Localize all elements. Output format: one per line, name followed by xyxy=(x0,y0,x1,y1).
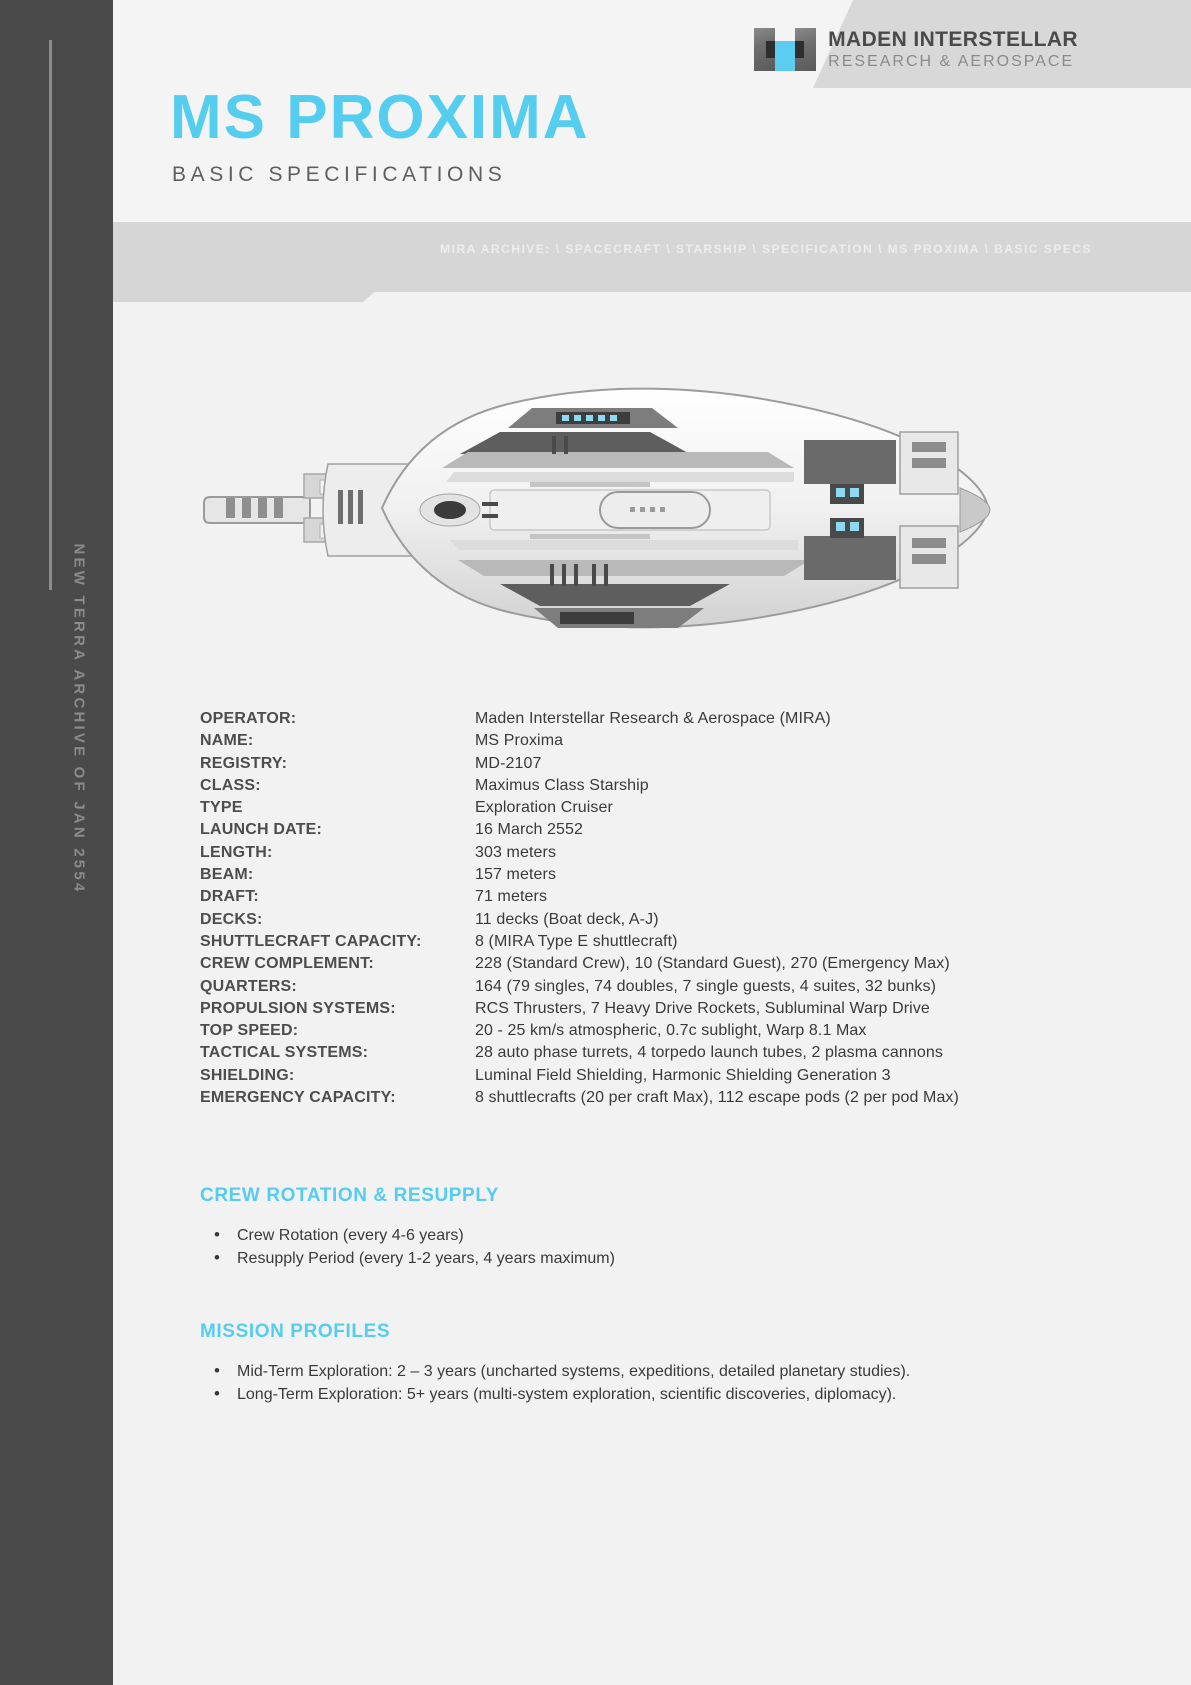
spec-row: LAUNCH DATE: 16 March 2552 xyxy=(200,821,1060,843)
list-item: Crew Rotation (every 4-6 years) xyxy=(200,1224,1080,1248)
spec-label: CLASS: xyxy=(200,776,261,794)
section-heading: CREW ROTATION & RESUPPLY xyxy=(200,1185,500,1206)
spec-row: OPERATOR: Maden Interstellar Research & A… xyxy=(200,710,1060,732)
spec-row: SHIELDING: Luminal Field Shielding, Harmo… xyxy=(200,1067,1060,1089)
page-subtitle: BASIC SPECIFICATIONS xyxy=(172,163,507,186)
spec-row: EMERGENCY CAPACITY: 8 shuttlecrafts (20 p… xyxy=(200,1089,1060,1111)
spec-value: 71 meters xyxy=(475,888,548,906)
spec-label: DRAFT: xyxy=(200,888,259,906)
spec-value: 164 (79 singles, 74 doubles, 7 single gu… xyxy=(475,977,937,995)
spec-label: NAME: xyxy=(200,732,254,750)
spec-value: 11 decks (Boat deck, A-J) xyxy=(475,910,659,928)
spec-value: 157 meters xyxy=(475,866,557,884)
spec-label: CREW COMPLEMENT: xyxy=(200,955,374,973)
header-band xyxy=(113,0,1191,222)
spec-label: LAUNCH DATE: xyxy=(200,821,323,839)
spec-label: TACTICAL SYSTEMS: xyxy=(200,1044,369,1062)
spec-row: BEAM: 157 meters xyxy=(200,866,1060,888)
section-list: Mid-Term Exploration: 2 – 3 years (uncha… xyxy=(200,1360,1080,1407)
brand-tagline: RESEARCH & AEROSPACE xyxy=(828,53,1075,70)
spec-row: DECKS: 11 decks (Boat deck, A-J) xyxy=(200,911,1060,933)
breadcrumb-wedge xyxy=(113,280,388,302)
spec-row: CREW COMPLEMENT: 228 (Standard Crew), 10 … xyxy=(200,955,1060,977)
spec-value: 8 (MIRA Type E shuttlecraft) xyxy=(475,932,678,950)
section-mission-profiles: MISSION PROFILES Mid-Term Exploration: 2… xyxy=(200,1321,1080,1406)
spec-label: EMERGENCY CAPACITY: xyxy=(200,1089,396,1107)
spec-label: QUARTERS: xyxy=(200,977,297,995)
spec-row: PROPULSION SYSTEMS: RCS Thrusters, 7 Heav… xyxy=(200,1000,1060,1022)
list-item: Long-Term Exploration: 5+ years (multi-s… xyxy=(200,1383,1080,1407)
spec-row: TYPE Exploration Cruiser xyxy=(200,799,1060,821)
spec-value: 28 auto phase turrets, 4 torpedo launch … xyxy=(475,1044,943,1062)
header-wedge xyxy=(813,0,1191,88)
spec-label: PROPULSION SYSTEMS: xyxy=(200,999,396,1017)
spec-value: Luminal Field Shielding, Harmonic Shield… xyxy=(475,1066,891,1084)
specifications-table: OPERATOR: Maden Interstellar Research & A… xyxy=(200,710,1060,1111)
spec-value: MS Proxima xyxy=(475,732,564,750)
spec-label: DECKS: xyxy=(200,910,263,928)
spec-label: OPERATOR: xyxy=(200,710,297,727)
spec-row: REGISTRY: MD-2107 xyxy=(200,755,1060,777)
list-item: Mid-Term Exploration: 2 – 3 years (uncha… xyxy=(200,1360,1080,1384)
breadcrumb: MIRA ARCHIVE: \ SPACECRAFT \ STARSHIP \ … xyxy=(440,242,1092,256)
spec-label: TOP SPEED: xyxy=(200,1022,299,1040)
section-heading: MISSION PROFILES xyxy=(200,1321,391,1342)
spec-value: 16 March 2552 xyxy=(475,821,584,839)
spec-row: TACTICAL SYSTEMS: 28 auto phase turrets, … xyxy=(200,1044,1060,1066)
archive-vertical-label: NEW TERRA ARCHIVE OF JAN 2554 xyxy=(70,543,88,895)
spec-row: DRAFT: 71 meters xyxy=(200,888,1060,910)
spec-row: LENGTH: 303 meters xyxy=(200,844,1060,866)
spec-label: REGISTRY: xyxy=(200,754,288,772)
spec-label: LENGTH: xyxy=(200,843,273,861)
spec-value: 303 meters xyxy=(475,843,557,861)
spec-value: Maximus Class Starship xyxy=(475,776,649,794)
spec-value: 8 shuttlecrafts (20 per craft Max), 112 … xyxy=(475,1089,959,1107)
spec-row: CLASS: Maximus Class Starship xyxy=(200,777,1060,799)
ship-illustration xyxy=(200,312,1000,702)
spec-label: SHIELDING: xyxy=(200,1066,295,1084)
spec-value: RCS Thrusters, 7 Heavy Drive Rockets, Su… xyxy=(475,999,930,1017)
spec-row: SHUTTLECRAFT CAPACITY: 8 (MIRA Type E shu… xyxy=(200,933,1060,955)
brand-logo[interactable]: MADEN INTERSTELLAR RESEARCH & AEROSPACE xyxy=(754,28,1078,71)
section-list: Crew Rotation (every 4-6 years) Resupply… xyxy=(200,1224,1080,1271)
spec-row: NAME: MS Proxima xyxy=(200,732,1060,754)
section-crew-rotation: CREW ROTATION & RESUPPLY Crew Rotation (… xyxy=(200,1185,1080,1270)
brand-name: MADEN INTERSTELLAR xyxy=(828,28,1078,51)
list-item: Resupply Period (every 1-2 years, 4 year… xyxy=(200,1247,1080,1271)
spec-row: TOP SPEED: 20 - 25 km/s atmospheric, 0.7c… xyxy=(200,1022,1060,1044)
spec-value: MD-2107 xyxy=(475,754,542,772)
rail-divider xyxy=(49,40,52,590)
spec-value: 228 (Standard Crew), 10 (Standard Guest)… xyxy=(475,955,950,973)
left-rail: NEW TERRA ARCHIVE OF JAN 2554 xyxy=(0,0,113,1685)
spec-value: Maden Interstellar Research & Aerospace … xyxy=(475,710,831,727)
spec-value: Exploration Cruiser xyxy=(475,799,613,817)
ms-proxima-starship-top-view-icon xyxy=(203,387,991,629)
page-title: MS PROXIMA xyxy=(170,83,590,152)
spec-row: QUARTERS: 164 (79 singles, 74 doubles, 7 … xyxy=(200,978,1060,1000)
spec-label: SHUTTLECRAFT CAPACITY: xyxy=(200,932,422,950)
spec-label: TYPE xyxy=(200,799,243,817)
maden-h-logo-icon xyxy=(754,28,817,71)
spec-label: BEAM: xyxy=(200,866,254,884)
spec-value: 20 - 25 km/s atmospheric, 0.7c sublight,… xyxy=(475,1022,867,1040)
